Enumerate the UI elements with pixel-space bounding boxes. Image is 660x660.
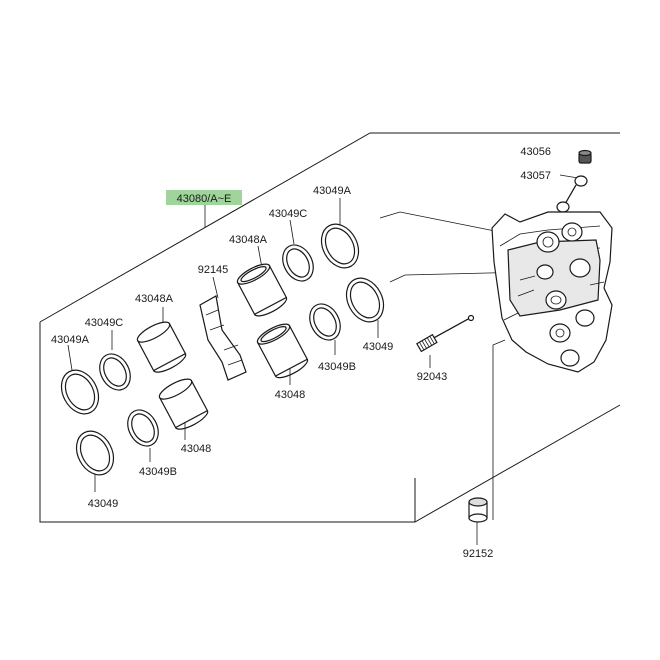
pad-spring: [199, 295, 247, 381]
piston: [256, 323, 309, 379]
kit-label: 43080/A~E: [177, 193, 232, 205]
seal-ring: [282, 244, 314, 282]
label-43049c-left: 43049C: [85, 317, 124, 329]
pad-pin: [416, 314, 475, 353]
exploded-frame: [39, 132, 621, 523]
piston: [158, 378, 209, 430]
label-43049a-top: 43049A: [313, 185, 352, 197]
label-43049-left: 43049: [88, 498, 119, 510]
label-43049b-left: 43049B: [139, 466, 177, 478]
seal-ring: [75, 430, 115, 476]
label-43048a-top: 43048A: [229, 234, 268, 246]
label-43049a-left: 43049A: [51, 334, 90, 346]
caliper-body: [491, 211, 613, 373]
kit-label-highlight: [166, 190, 242, 205]
pistons: [136, 263, 309, 430]
label-43056: 43056: [520, 146, 551, 158]
piston: [136, 321, 187, 373]
seal-ring: [99, 353, 131, 391]
label-43048a-left: 43048A: [135, 293, 174, 305]
label-43057: 43057: [520, 170, 551, 182]
seal-ring: [345, 277, 385, 323]
label-43048-top: 43048: [275, 389, 306, 401]
label-43049b-top: 43049B: [318, 361, 356, 373]
seal-ring: [60, 369, 100, 415]
label-43049c-top: 43049C: [269, 208, 308, 220]
seal-ring: [127, 409, 159, 447]
label-92152: 92152: [463, 548, 494, 560]
label-92043: 92043: [417, 371, 448, 383]
part-labels: 43080/A~E 43056 43057 43049A 43049C 4304…: [51, 146, 551, 560]
bleed-cap: [578, 149, 592, 164]
label-92145: 92145: [198, 264, 229, 276]
collar: [468, 497, 488, 523]
piston: [236, 263, 288, 317]
label-43048-left: 43048: [181, 443, 212, 455]
bleeder-valve: [556, 175, 588, 213]
seal-ring: [320, 223, 360, 269]
label-43049-top: 43049: [363, 341, 394, 353]
seal-rings: [60, 223, 385, 476]
seal-ring: [309, 303, 341, 341]
